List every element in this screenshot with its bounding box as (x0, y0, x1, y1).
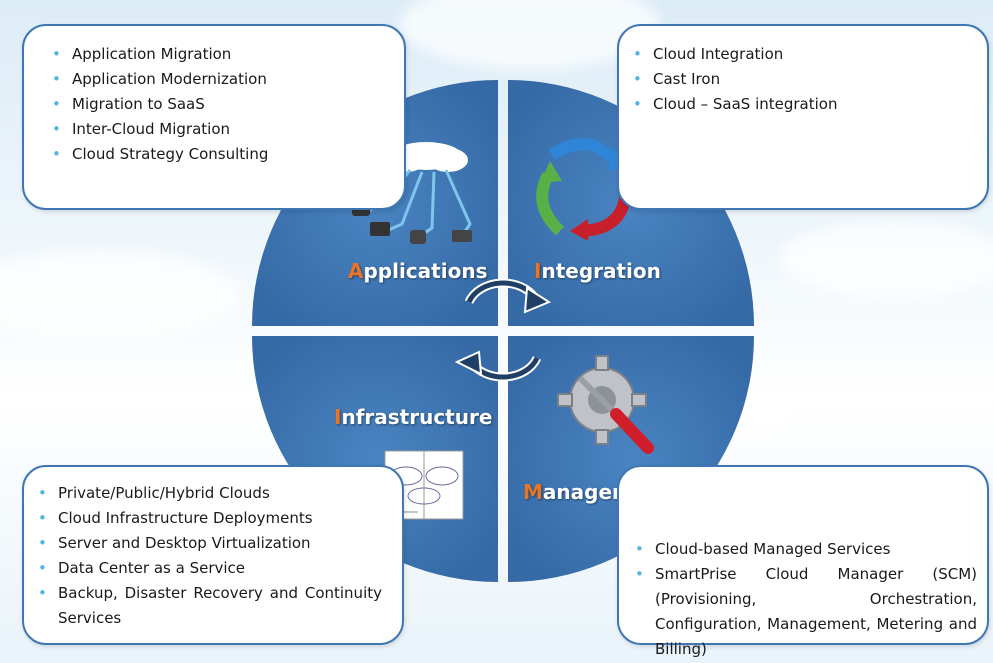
integration-services-box: Cloud Integration Cast Iron Cloud – SaaS… (617, 24, 989, 210)
list-item: Private/Public/Hybrid Clouds (32, 481, 382, 506)
infrastructure-initial: I (334, 405, 342, 429)
list-item: Cloud – SaaS integration (627, 92, 975, 117)
list-item: Cloud Infrastructure Deployments (32, 506, 382, 531)
integration-initial: I (534, 259, 542, 283)
integration-services-list: Cloud Integration Cast Iron Cloud – SaaS… (627, 42, 975, 117)
integration-label: Integration (534, 259, 661, 283)
list-item: Application Modernization (46, 67, 392, 92)
background-cloud (400, 0, 660, 70)
applications-rest: pplications (363, 259, 488, 283)
applications-services-box: Application Migration Application Modern… (22, 24, 406, 210)
gear-screwdriver-icon (557, 355, 654, 454)
background-cloud (780, 220, 993, 300)
infrastructure-services-box: Private/Public/Hybrid Clouds Cloud Infra… (22, 465, 404, 645)
list-item: Data Center as a Service (32, 556, 382, 581)
management-services-box: Cloud-based Managed Services SmartPrise … (617, 465, 989, 658)
list-item: SmartPrise Cloud Manager (SCM) (Provisio… (629, 562, 977, 662)
infrastructure-services-list: Private/Public/Hybrid Clouds Cloud Infra… (32, 481, 382, 631)
infrastructure-rest: nfrastructure (341, 405, 493, 429)
list-item: Cast Iron (627, 67, 975, 92)
applications-initial: A (348, 259, 364, 283)
list-item: Cloud Strategy Consulting (46, 142, 392, 167)
list-item: Cloud-based Managed Services (629, 537, 977, 562)
integration-rest: ntegration (541, 259, 661, 283)
applications-services-list: Application Migration Application Modern… (46, 42, 392, 167)
applications-label: Applications (348, 259, 487, 283)
infrastructure-label: Infrastructure (334, 405, 492, 429)
background-cloud (0, 250, 240, 340)
management-initial: M (523, 480, 543, 504)
quadrant-infrastructure (252, 336, 498, 582)
list-item: Server and Desktop Virtualization (32, 531, 382, 556)
list-item: Migration to SaaS (46, 92, 392, 117)
management-services-list: Cloud-based Managed Services SmartPrise … (629, 537, 977, 662)
list-item: Application Migration (46, 42, 392, 67)
rotation-arrows-icon (455, 278, 551, 382)
list-item: Backup, Disaster Recovery and Continuity… (32, 581, 382, 631)
list-item: Cloud Integration (627, 42, 975, 67)
list-item: Inter-Cloud Migration (46, 117, 392, 142)
